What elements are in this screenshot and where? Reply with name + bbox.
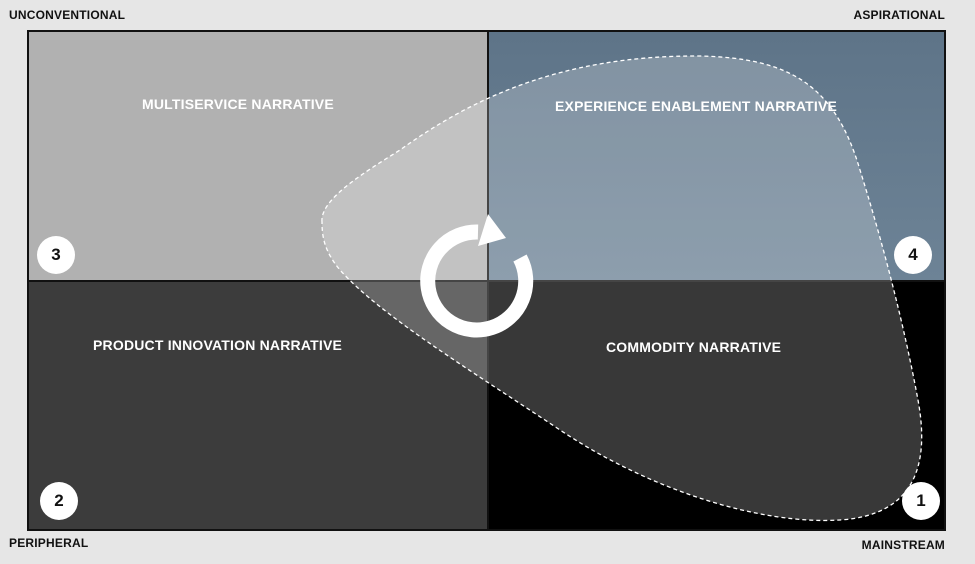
quadrant-number-3: 3 [37, 236, 75, 274]
axis-label-peripheral: PERIPHERAL [9, 536, 89, 550]
quadrant-number-1: 1 [902, 482, 940, 520]
axis-label-unconventional: UNCONVENTIONAL [9, 8, 126, 22]
quadrant-commodity [489, 282, 944, 529]
quadrant-title-product-innovation: PRODUCT INNOVATION NARRATIVE [93, 337, 343, 353]
axis-label-mainstream: MAINSTREAM [861, 538, 945, 552]
quadrant-multiservice [29, 32, 487, 280]
quadrant-title-commodity: COMMODITY NARRATIVE [606, 339, 782, 355]
quadrant-grid [27, 30, 946, 531]
quadrant-experience-enablement [489, 32, 944, 280]
quadrant-product-innovation [29, 282, 487, 529]
cycle-region [321, 55, 923, 522]
quadrant-number-2: 2 [40, 482, 78, 520]
axis-label-aspirational: ASPIRATIONAL [853, 8, 945, 22]
quadrant-title-multiservice: MULTISERVICE NARRATIVE [142, 96, 334, 112]
quadrant-number-4: 4 [894, 236, 932, 274]
cycle-arrow-icon [420, 214, 534, 338]
quadrant-title-experience-enablement: EXPERIENCE ENABLEMENT NARRATIVE [555, 98, 838, 114]
